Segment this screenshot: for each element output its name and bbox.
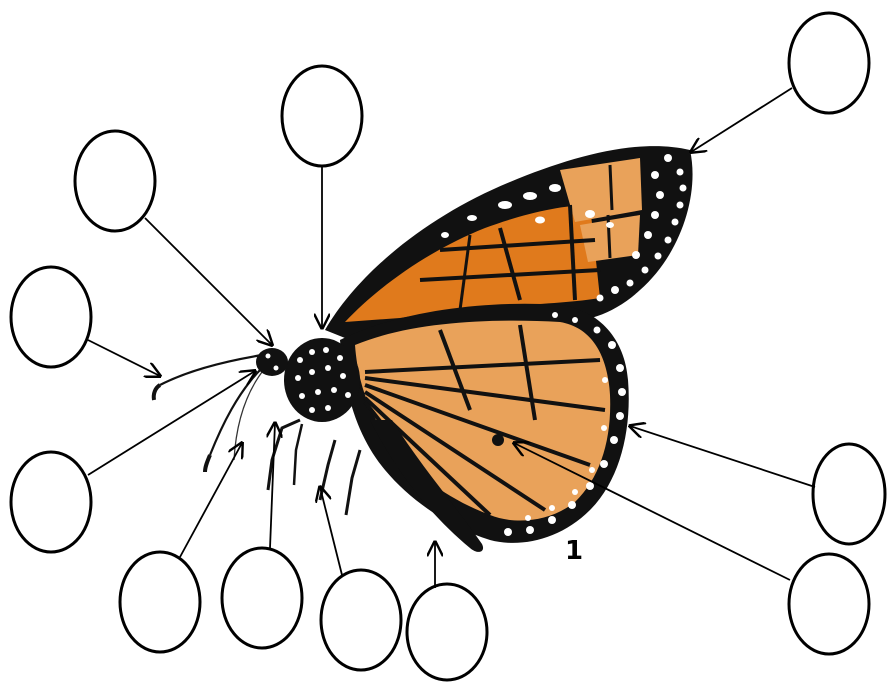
middle-leg	[320, 440, 335, 500]
label-circle-bottom-4[interactable]	[407, 584, 487, 680]
thorax	[284, 338, 360, 422]
antenna-lower-club	[205, 455, 210, 472]
label-circle-right[interactable]	[813, 444, 885, 544]
label-circle-lower-left[interactable]	[11, 452, 91, 552]
front-leg-2	[294, 424, 302, 485]
arrow-to-eye	[88, 371, 255, 475]
antenna-upper-club	[154, 385, 160, 400]
antenna-upper	[160, 355, 262, 385]
arrow-to-wing-tip	[691, 88, 792, 152]
label-circle-bottom-1[interactable]	[120, 552, 200, 652]
arrow-to-head	[145, 218, 272, 345]
label-circle-bottom-2[interactable]	[222, 548, 302, 648]
label-circle-left[interactable]	[11, 267, 91, 367]
label-circle-upper-left[interactable]	[75, 131, 155, 231]
arrow-to-front-leg	[270, 423, 275, 548]
arrow-to-hindwing-edge	[630, 426, 815, 487]
arrow-to-antenna	[88, 340, 160, 376]
hind-leg	[346, 450, 360, 515]
label-circle-bottom-3[interactable]	[321, 570, 401, 670]
arrow-to-proboscis	[180, 443, 242, 557]
label-circle-top-right[interactable]	[789, 13, 869, 113]
head	[256, 348, 288, 376]
label-circle-bottom-right[interactable]	[789, 554, 869, 654]
label-circle-top-center[interactable]	[282, 66, 362, 166]
number-label: 1	[565, 536, 583, 566]
arrow-to-middle-leg	[320, 487, 342, 575]
